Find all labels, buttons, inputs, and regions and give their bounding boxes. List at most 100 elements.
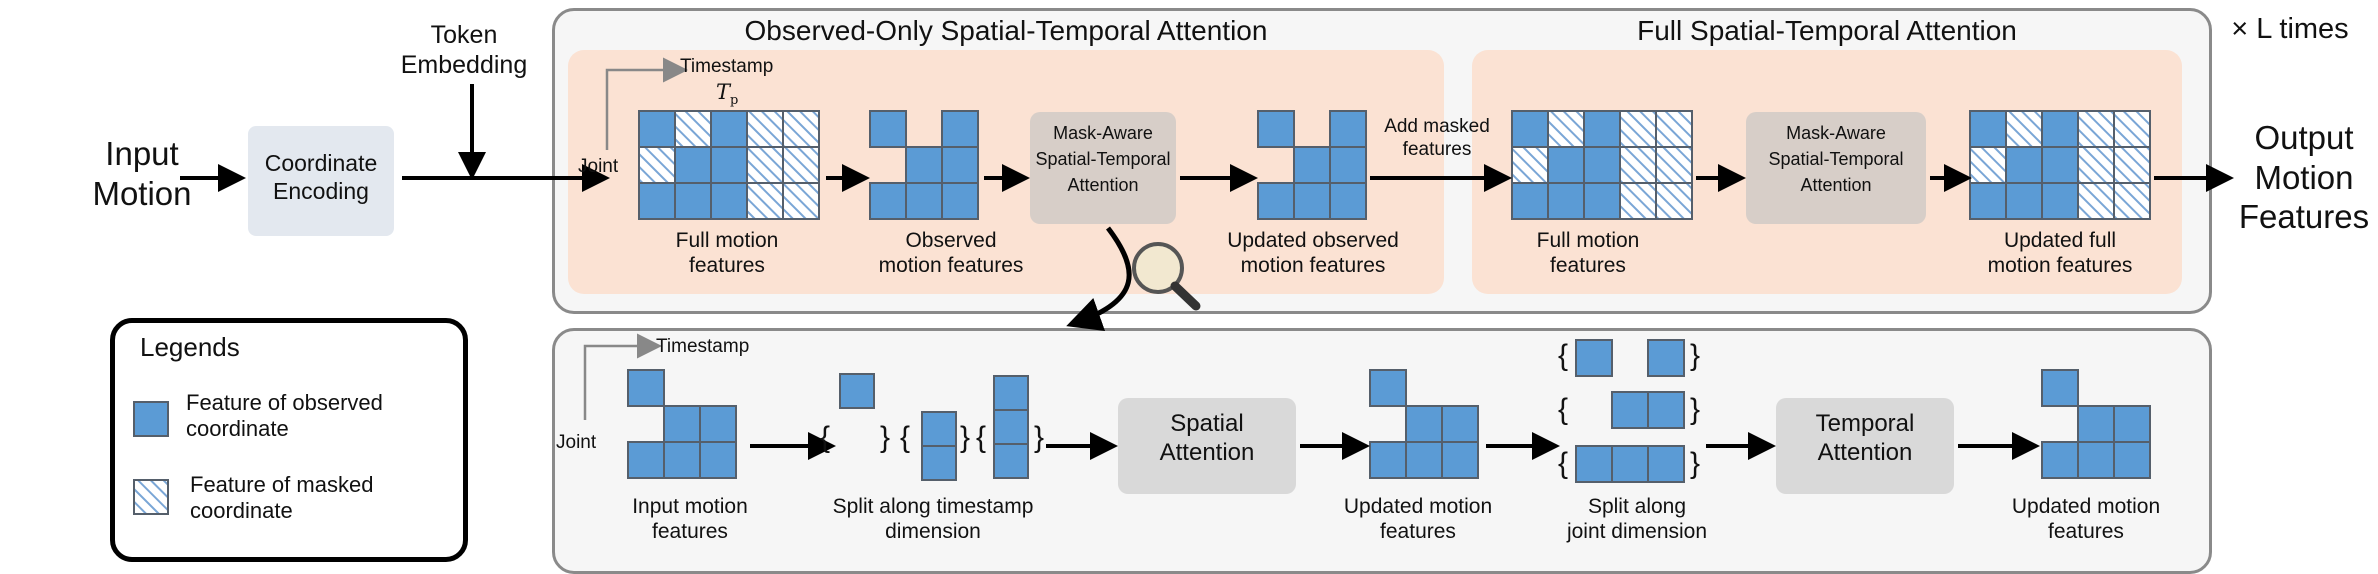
timestamp-axis-label-bottom: Timestamp <box>656 336 750 357</box>
full-motion-grid-masked-cell <box>746 146 784 184</box>
full-attention-title: Full Spatial-Temporal Attention <box>1637 15 2017 46</box>
brace-open-4: { <box>1558 339 1569 372</box>
updated-full-grid-masked-cell <box>2077 146 2115 184</box>
split-joint-row3-observed-cell <box>1575 445 1613 483</box>
updated-observed-grid-observed-cell <box>1329 182 1367 220</box>
magnifier-handle-icon <box>1170 281 1201 311</box>
magnifier-icon <box>1132 242 1184 294</box>
split-joint-row3-observed-cell <box>1647 445 1685 483</box>
input-motion-grid-observed-cell <box>627 441 665 479</box>
full-motion-grid-2-masked-cell <box>1619 110 1657 148</box>
updated-motion-grid-1-observed-cell <box>1369 441 1407 479</box>
brace-open-2: { <box>900 421 911 454</box>
updated-motion-grid-2-observed-cell <box>2041 369 2079 407</box>
full-motion-grid-observed-cell <box>638 182 676 220</box>
split-ts-col3-observed-cell <box>993 409 1029 445</box>
updated-full-grid-masked-cell <box>2005 110 2043 148</box>
full-motion-grid-2-masked-cell <box>1655 110 1693 148</box>
brace-close-3: } <box>1034 421 1045 454</box>
split-ts-col3-observed-cell <box>993 443 1029 479</box>
split-ts-col2-observed-cell <box>921 411 957 447</box>
full-motion-grid-2-masked-cell <box>1619 146 1657 184</box>
full-motion-grid-2-observed-cell <box>1547 182 1585 220</box>
updated-observed-grid-observed-cell <box>1257 110 1295 148</box>
mask-aware-attention-box-2 <box>1746 112 1926 224</box>
updated-full-grid-masked-cell <box>1969 146 2007 184</box>
updated-full-grid-masked-cell <box>2113 110 2151 148</box>
updated-motion-grid-2-observed-cell <box>2113 441 2151 479</box>
coordinate-encoding-box <box>248 126 394 236</box>
split-joint-row2-observed-cell <box>1611 391 1649 429</box>
full-motion-grid-2-masked-cell <box>1619 182 1657 220</box>
full-motion-grid-2-masked-cell <box>1655 146 1693 184</box>
full-motion-grid-2-observed-cell <box>1511 182 1549 220</box>
observed-motion-grid-observed-cell <box>869 110 907 148</box>
updated-full-grid-masked-cell <box>2113 182 2151 220</box>
full-motion-grid-observed-cell <box>710 110 748 148</box>
updated-motion-grid-2-observed-cell <box>2041 441 2079 479</box>
repeat-label: × L times <box>2231 13 2349 45</box>
full-motion-grid-2-masked-cell <box>1547 110 1585 148</box>
full-motion-grid-observed-cell <box>674 182 712 220</box>
updated-full-grid-masked-cell <box>2113 146 2151 184</box>
timestamp-axis-arrow <box>605 57 688 150</box>
split-joint-row2-observed-cell <box>1647 391 1685 429</box>
updated-observed-grid-observed-cell <box>1329 110 1367 148</box>
full-motion-grid-observed-cell <box>638 110 676 148</box>
updated-observed-grid-observed-cell <box>1329 146 1367 184</box>
observed-motion-grid-observed-cell <box>941 182 979 220</box>
updated-observed-grid-observed-cell <box>1257 182 1295 220</box>
temporal-attention-box <box>1776 398 1954 494</box>
updated-full-grid-observed-cell <box>2005 182 2043 220</box>
full-motion-grid-2-observed-cell <box>1583 146 1621 184</box>
full-motion-grid-2-observed-cell <box>1583 110 1621 148</box>
updated-motion-grid-2-observed-cell <box>2077 441 2115 479</box>
mask-aware-attention-box <box>1030 112 1176 224</box>
joint-axis-label-bottom: Joint <box>556 432 597 453</box>
updated-full-grid-observed-cell <box>2041 146 2079 184</box>
updated-full-grid-masked-cell <box>2077 110 2115 148</box>
updated-full-grid-observed-cell <box>2041 110 2079 148</box>
input-motion-grid-observed-cell <box>663 441 701 479</box>
timestamp-axis-arrow-bottom <box>583 333 662 420</box>
full-motion-grid-masked-cell <box>782 182 820 220</box>
brace-open-1: { <box>820 421 831 454</box>
updated-full-grid-observed-cell <box>2005 146 2043 184</box>
updated-motion-grid-1-observed-cell <box>1405 405 1443 443</box>
input-motion-grid-observed-cell <box>699 441 737 479</box>
full-motion-grid-masked-cell <box>674 110 712 148</box>
split-joint-row3-observed-cell <box>1611 445 1649 483</box>
updated-motion-grid-1-observed-cell <box>1369 369 1407 407</box>
legend-box <box>110 318 468 562</box>
full-motion-grid-2-masked-cell <box>1511 146 1549 184</box>
updated-motion-grid-2-observed-cell <box>2077 405 2115 443</box>
updated-motion-grid-1-observed-cell <box>1441 441 1479 479</box>
split-joint-row1-observed-cell <box>1575 339 1613 377</box>
legend-title: Legends <box>140 332 240 362</box>
full-motion-grid-masked-cell <box>638 146 676 184</box>
updated-motion-grid-1-observed-cell <box>1405 441 1443 479</box>
updated-motion-grid-1-observed-cell <box>1441 405 1479 443</box>
updated-motion-grid-2-observed-cell <box>2113 405 2151 443</box>
brace-close-4: } <box>1690 339 1701 372</box>
full-motion-grid-observed-cell <box>710 146 748 184</box>
split-ts-col2b-observed-cell <box>921 445 957 481</box>
input-motion-grid-observed-cell <box>627 369 665 407</box>
legend-masked-swatch <box>133 479 169 515</box>
updated-full-grid-observed-cell <box>2041 182 2079 220</box>
legend-observed-swatch <box>133 401 169 437</box>
brace-close-5: } <box>1690 393 1701 426</box>
